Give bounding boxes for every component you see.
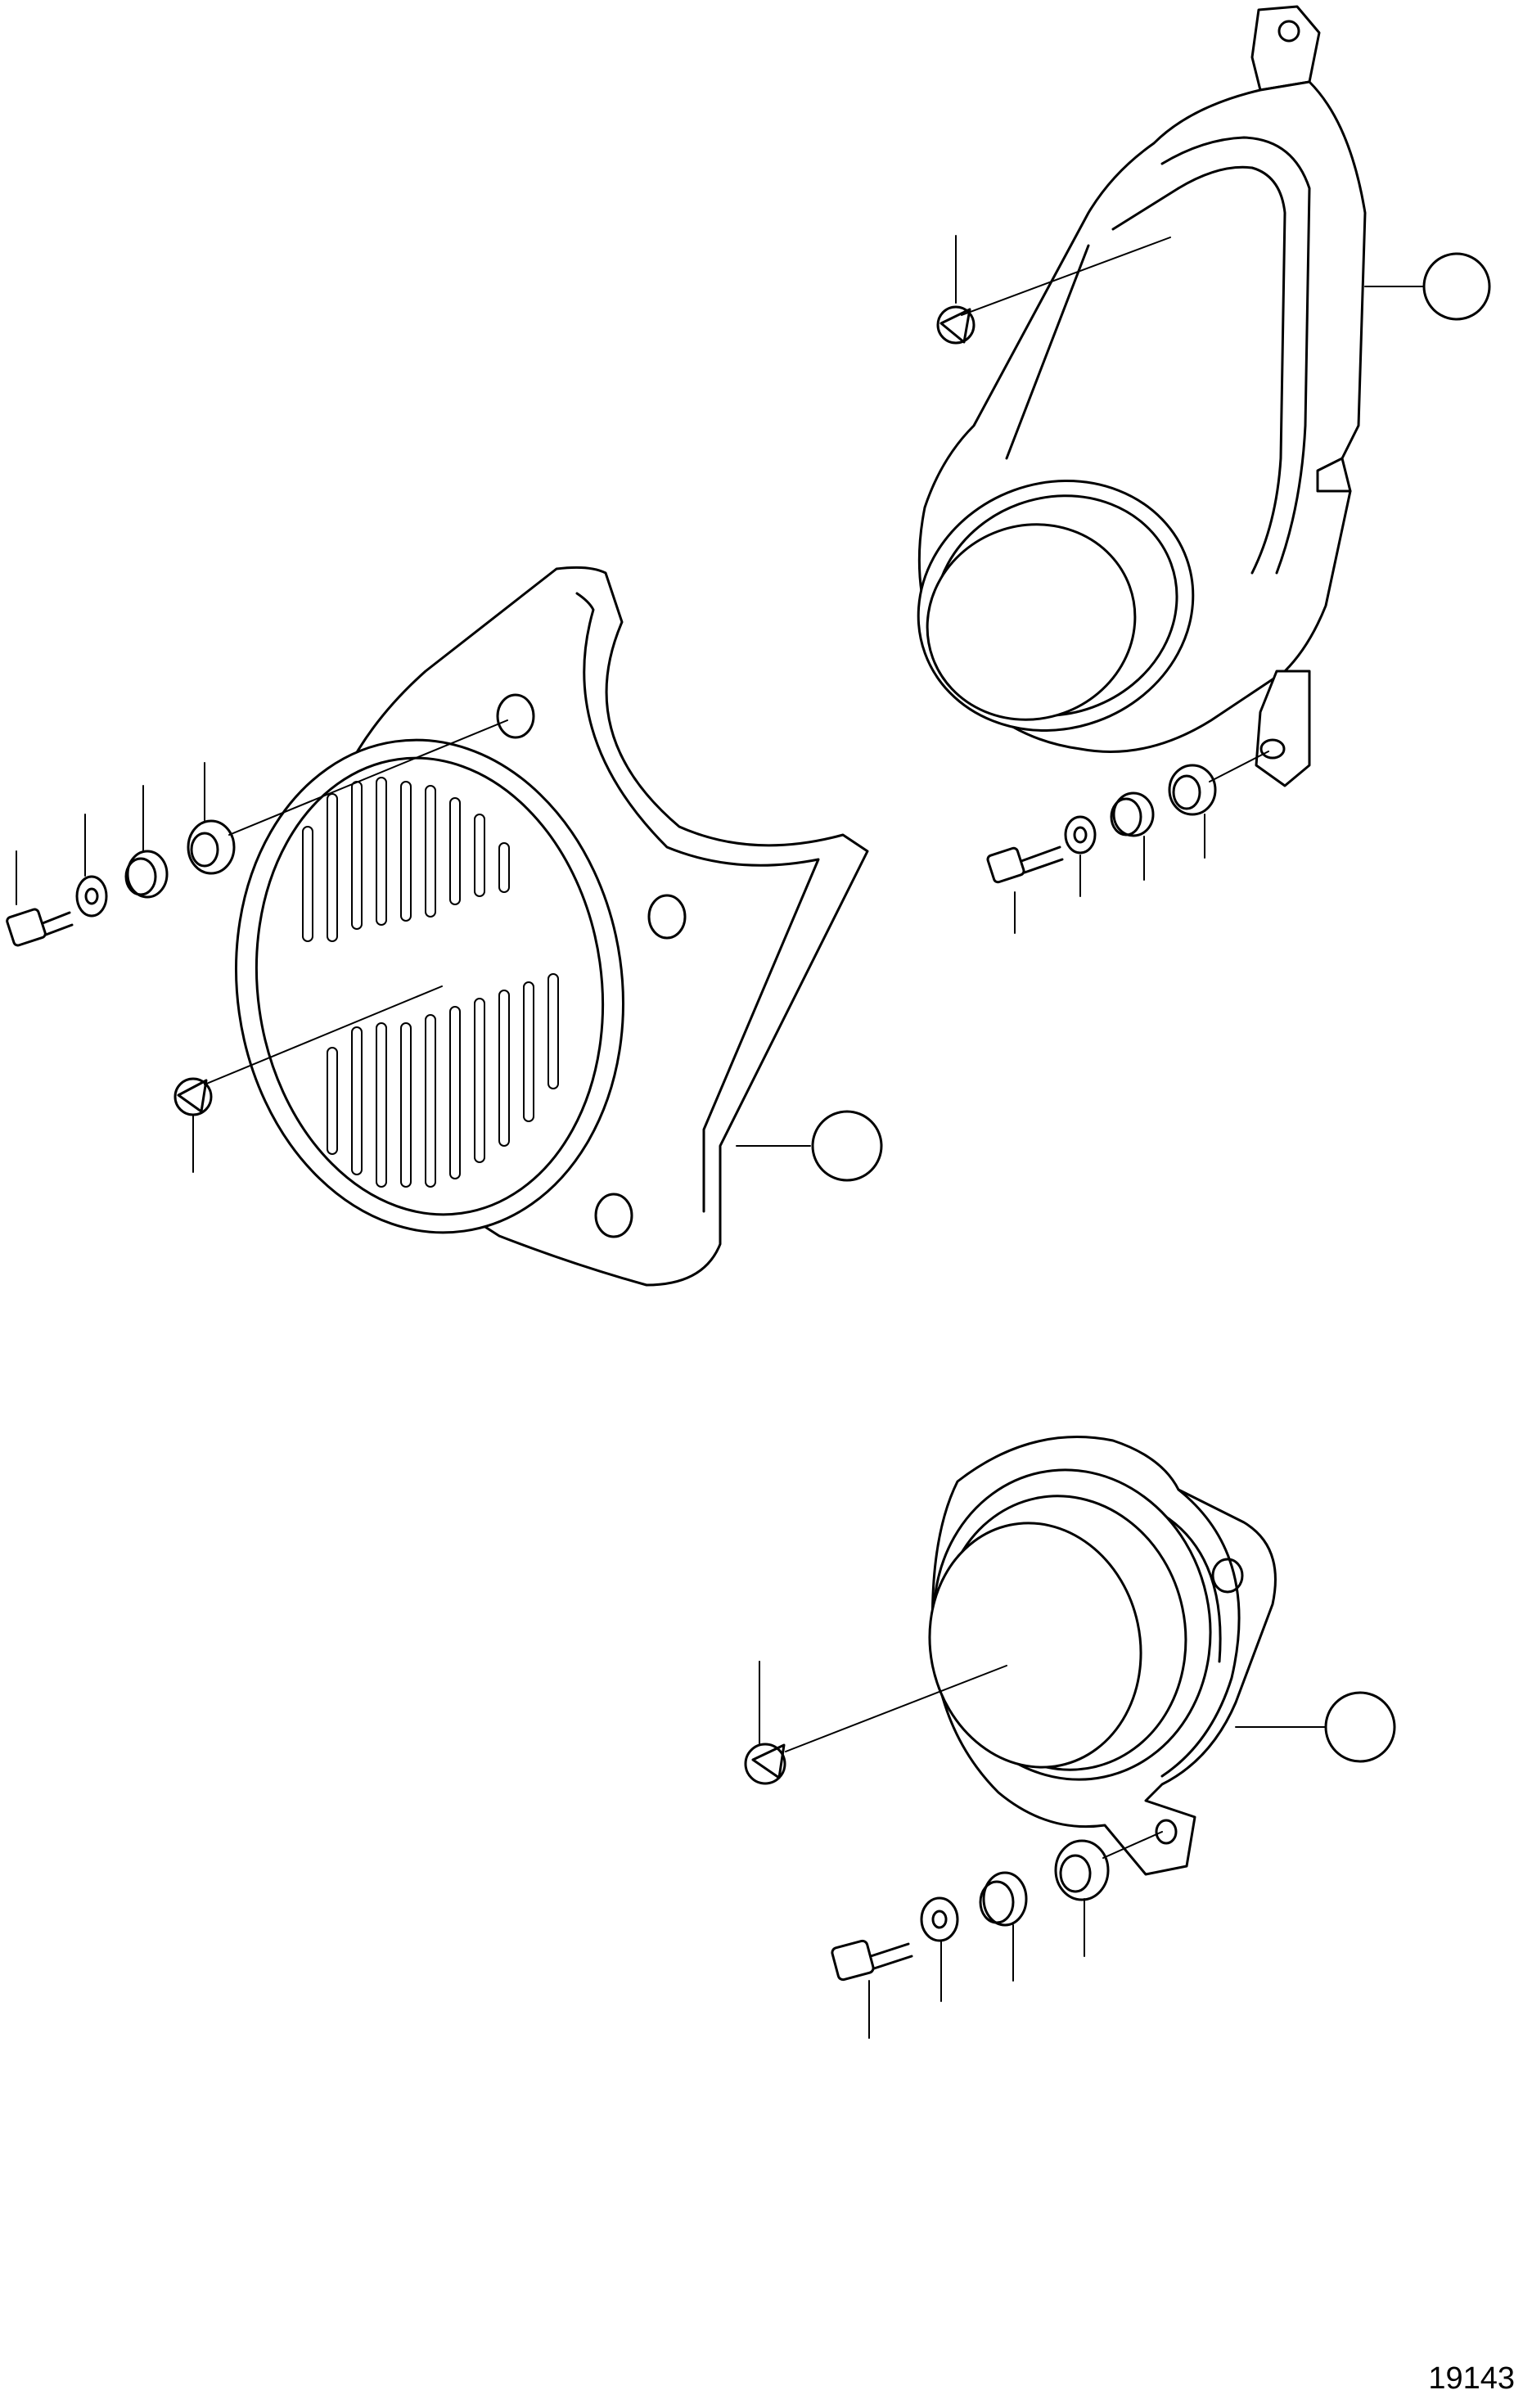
callout-cover-bottom [1324, 1691, 1396, 1763]
long-cover [917, 5, 1491, 787]
grille-cover [173, 566, 883, 1287]
fastener-set-right [986, 751, 1269, 934]
callout-cover-front [811, 1110, 883, 1182]
callout-cover-top-right [1422, 252, 1491, 321]
fastener-set-left [6, 719, 508, 947]
round-cover [744, 1436, 1396, 1876]
figure-number: 19143 [1428, 2361, 1515, 2396]
fastener-set-bottom [831, 1831, 1163, 2039]
